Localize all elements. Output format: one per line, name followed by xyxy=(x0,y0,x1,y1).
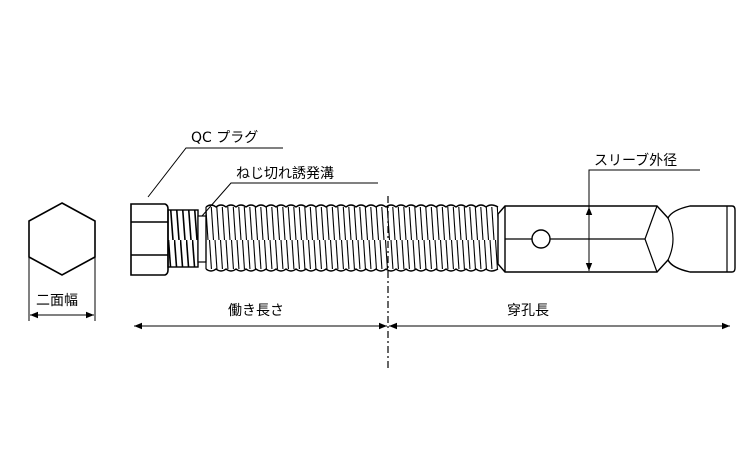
width-across-flats-label: 二面幅 xyxy=(36,293,78,309)
qc-plug-threaded-neck xyxy=(167,209,199,268)
qc-plug-label: QC プラグ xyxy=(191,130,258,146)
qc-plug xyxy=(130,203,207,276)
hex-outline xyxy=(28,202,96,276)
threaded-rod-bottom-edge xyxy=(205,268,499,272)
sleeve-cone-wedge xyxy=(644,205,658,273)
sleeve-outer-diameter-label: スリーブ外径 xyxy=(594,152,677,169)
threaded-rod-body xyxy=(206,207,498,269)
working-length-label: 働き長さ xyxy=(228,303,284,319)
threaded-rod-top-edge xyxy=(205,204,499,208)
qc-plug-leader xyxy=(147,147,283,198)
qc-plug-body xyxy=(130,203,169,276)
threaded-rod xyxy=(205,204,499,272)
callouts: QC プラグ ねじ切れ誘発溝 スリーブ外径 xyxy=(147,130,700,217)
qc-plug-neck-end xyxy=(197,215,207,263)
drill-hole-length-label: 穿孔長 xyxy=(507,303,549,319)
thread-groove-label: ねじ切れ誘発溝 xyxy=(236,166,334,182)
sleeve xyxy=(497,205,736,273)
sleeve-cone-curve xyxy=(667,217,674,261)
thread-groove-leader xyxy=(201,182,378,217)
hex-end-view: 二面幅 xyxy=(28,202,96,321)
length-dimensions: 働き長さ 穿孔長 xyxy=(134,303,730,330)
sleeve-diameter-leader xyxy=(588,169,700,207)
sleeve-hole xyxy=(531,229,551,249)
